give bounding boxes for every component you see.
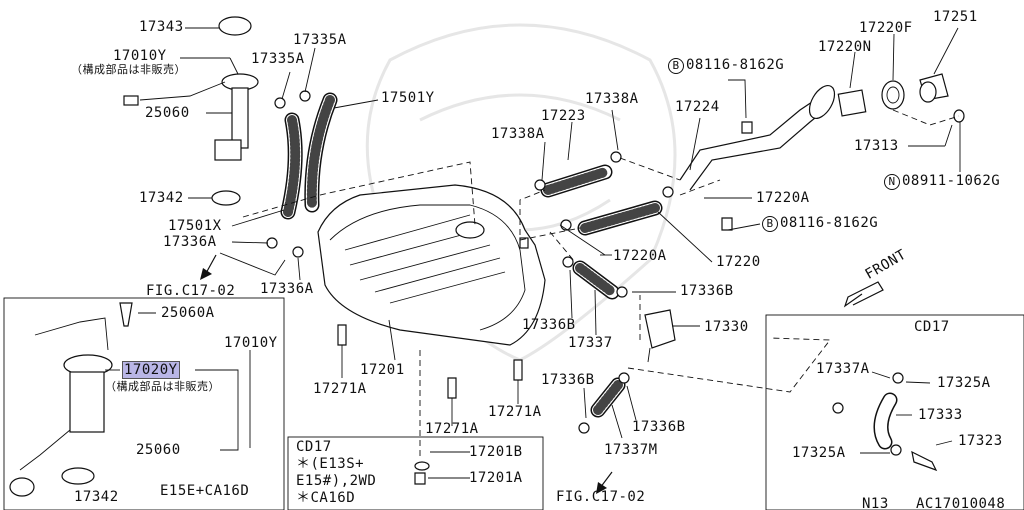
bolts xyxy=(119,121,938,485)
label-17336B-1[interactable]: 17336B xyxy=(680,283,734,299)
leader-lines xyxy=(105,27,961,479)
cd17-right-title: CD17 xyxy=(914,319,950,335)
label-17336A-1[interactable]: 17336A xyxy=(163,234,217,250)
label-17338A-2[interactable]: 17338A xyxy=(585,91,639,107)
label-17010Y-top[interactable]: 17010Y xyxy=(113,48,167,64)
label-17220N[interactable]: 17220N xyxy=(818,39,872,55)
cd17-variant-line3: ＊CA16D xyxy=(296,490,356,506)
label-25060-top[interactable]: 25060 xyxy=(145,105,190,121)
highlighted-part-17020Y[interactable]: 17020Y xyxy=(122,361,180,379)
label-25060-box[interactable]: 25060 xyxy=(136,442,181,458)
gasket-17343 xyxy=(218,16,252,36)
footer-code: N13 xyxy=(862,496,889,510)
label-17201[interactable]: 17201 xyxy=(360,362,405,378)
gasket-17342-top xyxy=(211,190,241,206)
note-not-sold-box: （構成部品は非販売） xyxy=(105,380,220,393)
label-17501Y[interactable]: 17501Y xyxy=(381,90,435,106)
label-17220A-2[interactable]: 17220A xyxy=(613,248,667,264)
front-arrow xyxy=(843,281,884,308)
label-17220F[interactable]: 17220F xyxy=(859,20,913,36)
label-17336B-4[interactable]: 17336B xyxy=(632,419,686,435)
dashed-relations xyxy=(242,157,831,393)
label-17271A-3[interactable]: 17271A xyxy=(488,404,542,420)
label-17343[interactable]: 17343 xyxy=(139,19,184,35)
cd17-small-title: CD17 xyxy=(296,439,332,455)
box-variant-label: E15E+CA16D xyxy=(160,483,250,499)
label-17224[interactable]: 17224 xyxy=(675,99,720,115)
nut-symbol: N xyxy=(884,174,900,190)
label-17336A-2[interactable]: 17336A xyxy=(260,281,314,297)
label-17337[interactable]: 17337 xyxy=(568,335,613,351)
note-not-sold-top: （構成部品は非販売） xyxy=(71,63,186,76)
bolt-mid-number: 08116-8162G xyxy=(780,215,879,231)
arrow-fig-ref-2 xyxy=(596,471,613,494)
label-17223[interactable]: 17223 xyxy=(541,108,586,124)
label-17342-box[interactable]: 17342 xyxy=(74,489,119,505)
footer-diagram-id: AC17010048 xyxy=(916,496,1006,510)
label-17201B[interactable]: 17201B xyxy=(469,444,523,460)
label-17271A-2[interactable]: 17271A xyxy=(425,421,479,437)
label-17336B-2[interactable]: 17336B xyxy=(522,317,576,333)
filler-pipe-17224 xyxy=(679,85,836,191)
bolt-top-number: 08116-8162G xyxy=(686,57,785,73)
hose-17501X xyxy=(280,112,303,220)
label-17220A-1[interactable]: 17220A xyxy=(756,190,810,206)
hose-17337 xyxy=(572,260,620,300)
fuel-pump-box xyxy=(9,317,113,497)
cd17-variant-line2: E15#),2WD xyxy=(296,473,377,489)
label-17325A-2[interactable]: 17325A xyxy=(792,445,846,461)
cd17-variant-box xyxy=(287,436,544,510)
label-17271A-1[interactable]: 17271A xyxy=(313,381,367,397)
label-17325A-1[interactable]: 17325A xyxy=(937,375,991,391)
fuel-pump-top xyxy=(123,73,259,161)
label-17501X[interactable]: 17501X xyxy=(168,218,222,234)
gasket-17342-box xyxy=(61,467,95,485)
label-17335A-2[interactable]: 17335A xyxy=(251,51,305,67)
hose-17223 xyxy=(540,164,613,198)
label-17342-top[interactable]: 17342 xyxy=(139,190,184,206)
clamps xyxy=(266,90,904,456)
label-17251[interactable]: 17251 xyxy=(933,9,978,25)
cap-leader-dash xyxy=(892,109,960,126)
label-17338A-1[interactable]: 17338A xyxy=(491,126,545,142)
label-17010Y-box[interactable]: 17010Y xyxy=(224,335,278,351)
cd17-variant-line1: ＊(E13S+ xyxy=(296,456,365,472)
label-17335A-1[interactable]: 17335A xyxy=(293,32,347,48)
label-17220[interactable]: 17220 xyxy=(716,254,761,270)
label-17323[interactable]: 17323 xyxy=(958,433,1003,449)
bolt-symbol-top: B xyxy=(668,58,684,74)
label-17337A[interactable]: 17337A xyxy=(816,361,870,377)
canister-17330 xyxy=(644,309,676,363)
filler-hose-17501Y xyxy=(304,92,338,213)
label-17333[interactable]: 17333 xyxy=(918,407,963,423)
fuel-pump-detail-box xyxy=(3,297,285,510)
hose-17337M xyxy=(590,377,626,418)
hose-17220 xyxy=(577,200,663,236)
label-17337M[interactable]: 17337M xyxy=(604,442,658,458)
filler-neck-17220N xyxy=(837,89,867,117)
fuel-cap-17251 xyxy=(919,73,949,103)
cd17-right-box xyxy=(765,314,1024,510)
fig-ref-c17-02-top[interactable]: FIG.C17-02 xyxy=(146,283,236,299)
label-17330[interactable]: 17330 xyxy=(704,319,749,335)
hose-17333 xyxy=(873,392,898,450)
label-17020Y[interactable]: 17020Y xyxy=(122,361,180,379)
label-17336B-3[interactable]: 17336B xyxy=(541,372,595,388)
filler-ring-17220F xyxy=(881,80,905,110)
bolt-symbol-mid: B xyxy=(762,216,778,232)
fuel-tank-17201 xyxy=(317,184,546,346)
label-17201A[interactable]: 17201A xyxy=(469,470,523,486)
arrow-fig-ref-1 xyxy=(200,254,217,280)
label-25060A[interactable]: 25060A xyxy=(161,305,215,321)
label-17313[interactable]: 17313 xyxy=(854,138,899,154)
nut-number: 08911-1062G xyxy=(902,173,1001,189)
fig-ref-c17-02-bottom[interactable]: FIG.C17-02 xyxy=(556,489,646,505)
